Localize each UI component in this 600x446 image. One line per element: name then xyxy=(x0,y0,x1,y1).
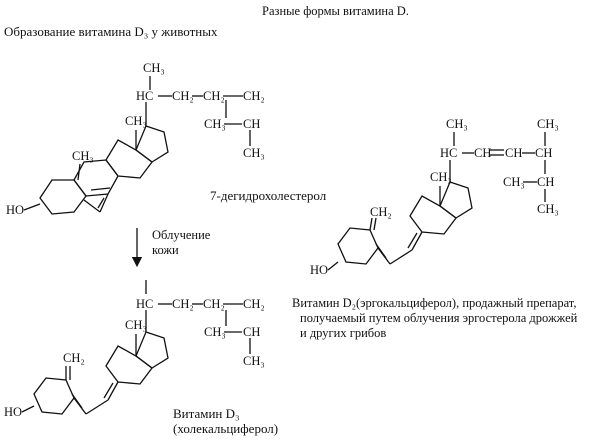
bond xyxy=(77,163,81,181)
bond xyxy=(107,381,119,401)
bond xyxy=(327,261,339,271)
atom-ch3: CH₃ xyxy=(430,170,452,184)
atom-ch2: CH₂ xyxy=(243,297,265,311)
atom-ch: CH xyxy=(535,146,552,160)
page-subtitle: Образование витамина D₃ у животных xyxy=(4,24,218,39)
ring-a xyxy=(39,179,87,215)
atom-ch3: CH₃ xyxy=(125,114,147,128)
label-vitamin-d2-line1: Витамин D₂(эргокальциферол), продажный п… xyxy=(292,296,577,310)
double-bond xyxy=(407,232,418,249)
atom-ch: CH xyxy=(505,146,522,160)
label-vitamin-d3-name: Витамин D₃ xyxy=(173,406,240,421)
atom-ch2: CH₂ xyxy=(203,89,225,103)
atom-ch2: CH₂ xyxy=(243,89,265,103)
atom-ho: HO xyxy=(4,405,22,419)
atom-ch3: CH₃ xyxy=(537,202,559,216)
label-vitamin-d2-line2: получаемый путем облучения эргостерола д… xyxy=(300,311,578,325)
ring-c xyxy=(105,345,153,385)
ring-d xyxy=(135,125,169,163)
atom-ch: CH xyxy=(243,325,260,339)
atom-ho: HO xyxy=(6,203,24,217)
double-bond xyxy=(373,217,377,231)
ring-a xyxy=(337,227,379,265)
ring-c xyxy=(105,139,153,179)
atom-ch3: CH₃ xyxy=(125,318,147,332)
ring-b xyxy=(73,159,119,197)
atom-ch2: CH₂ xyxy=(172,89,194,103)
ring-c xyxy=(409,195,457,235)
reaction-condition-line1: Облучение xyxy=(152,228,211,242)
atom-ch2: CH₂ xyxy=(370,205,392,219)
label-vitamin-d2: Витамин D₂(эргокальциферол), продажный п… xyxy=(292,296,598,341)
double-bond xyxy=(90,187,111,191)
atom-ch3: CH₃ xyxy=(204,325,226,339)
atom-ch3: CH₃ xyxy=(243,354,265,368)
atom-ch: CH xyxy=(474,146,491,160)
bond xyxy=(21,405,35,413)
atom-ch3: CH₃ xyxy=(143,61,165,75)
label-vitamin-d3-synonym: (холекальциферол) xyxy=(173,421,279,436)
double-bond xyxy=(103,382,114,399)
label-vitamin-d3: Витамин D₃ (холекальциферол) xyxy=(173,406,278,436)
atom-ch3: CH₃ xyxy=(243,146,265,160)
atom-ch3: CH₃ xyxy=(446,117,468,131)
structure-vitamin-d2: CH₃ HC CH CH CH CH₃ CH₃ CH CH₃ CH₃ xyxy=(310,117,559,277)
bond xyxy=(23,203,41,211)
atom-ch3: CH₃ xyxy=(72,149,94,163)
atom-ho: HO xyxy=(310,263,328,277)
structure-7-dehydrocholesterol: CH₃ HC CH₂ CH₂ CH₂ CH₃ CH CH₃ CH₃ xyxy=(6,61,265,217)
bond xyxy=(411,231,423,251)
bond xyxy=(99,193,109,213)
atom-ch3: CH₃ xyxy=(204,117,226,131)
ring-d xyxy=(135,331,169,369)
bond xyxy=(85,399,109,415)
atom-ch3: CH₃ xyxy=(503,175,525,189)
atom-ch: CH xyxy=(537,175,554,189)
double-bond xyxy=(97,197,105,209)
page-title: Разные формы витамина D. xyxy=(262,4,409,18)
ring-a xyxy=(33,377,75,415)
atom-hc: HC xyxy=(440,146,457,160)
reaction-condition: Облучение кожи xyxy=(152,228,210,258)
bond xyxy=(369,217,373,231)
atom-ch2: CH₂ xyxy=(203,297,225,311)
label-7-dehydrocholesterol: 7-дегидрохолестерол xyxy=(210,188,327,203)
label-vitamin-d2-line3: и других грибов xyxy=(300,326,387,340)
atom-ch2: CH₂ xyxy=(172,297,194,311)
atom-hc: HC xyxy=(136,89,153,103)
atom-ch: CH xyxy=(243,117,260,131)
bond xyxy=(83,199,101,213)
atom-ch2: CH₂ xyxy=(63,351,85,365)
atom-ch3: CH₃ xyxy=(537,117,559,131)
bond xyxy=(389,249,413,265)
reaction-condition-line2: кожи xyxy=(152,243,179,257)
atom-hc: HC xyxy=(136,297,153,311)
structure-vitamin-d3: HC CH₂ CH₂ CH₂ CH₃ CH CH₃ CH₃ xyxy=(4,280,265,419)
ring-d xyxy=(439,181,473,219)
